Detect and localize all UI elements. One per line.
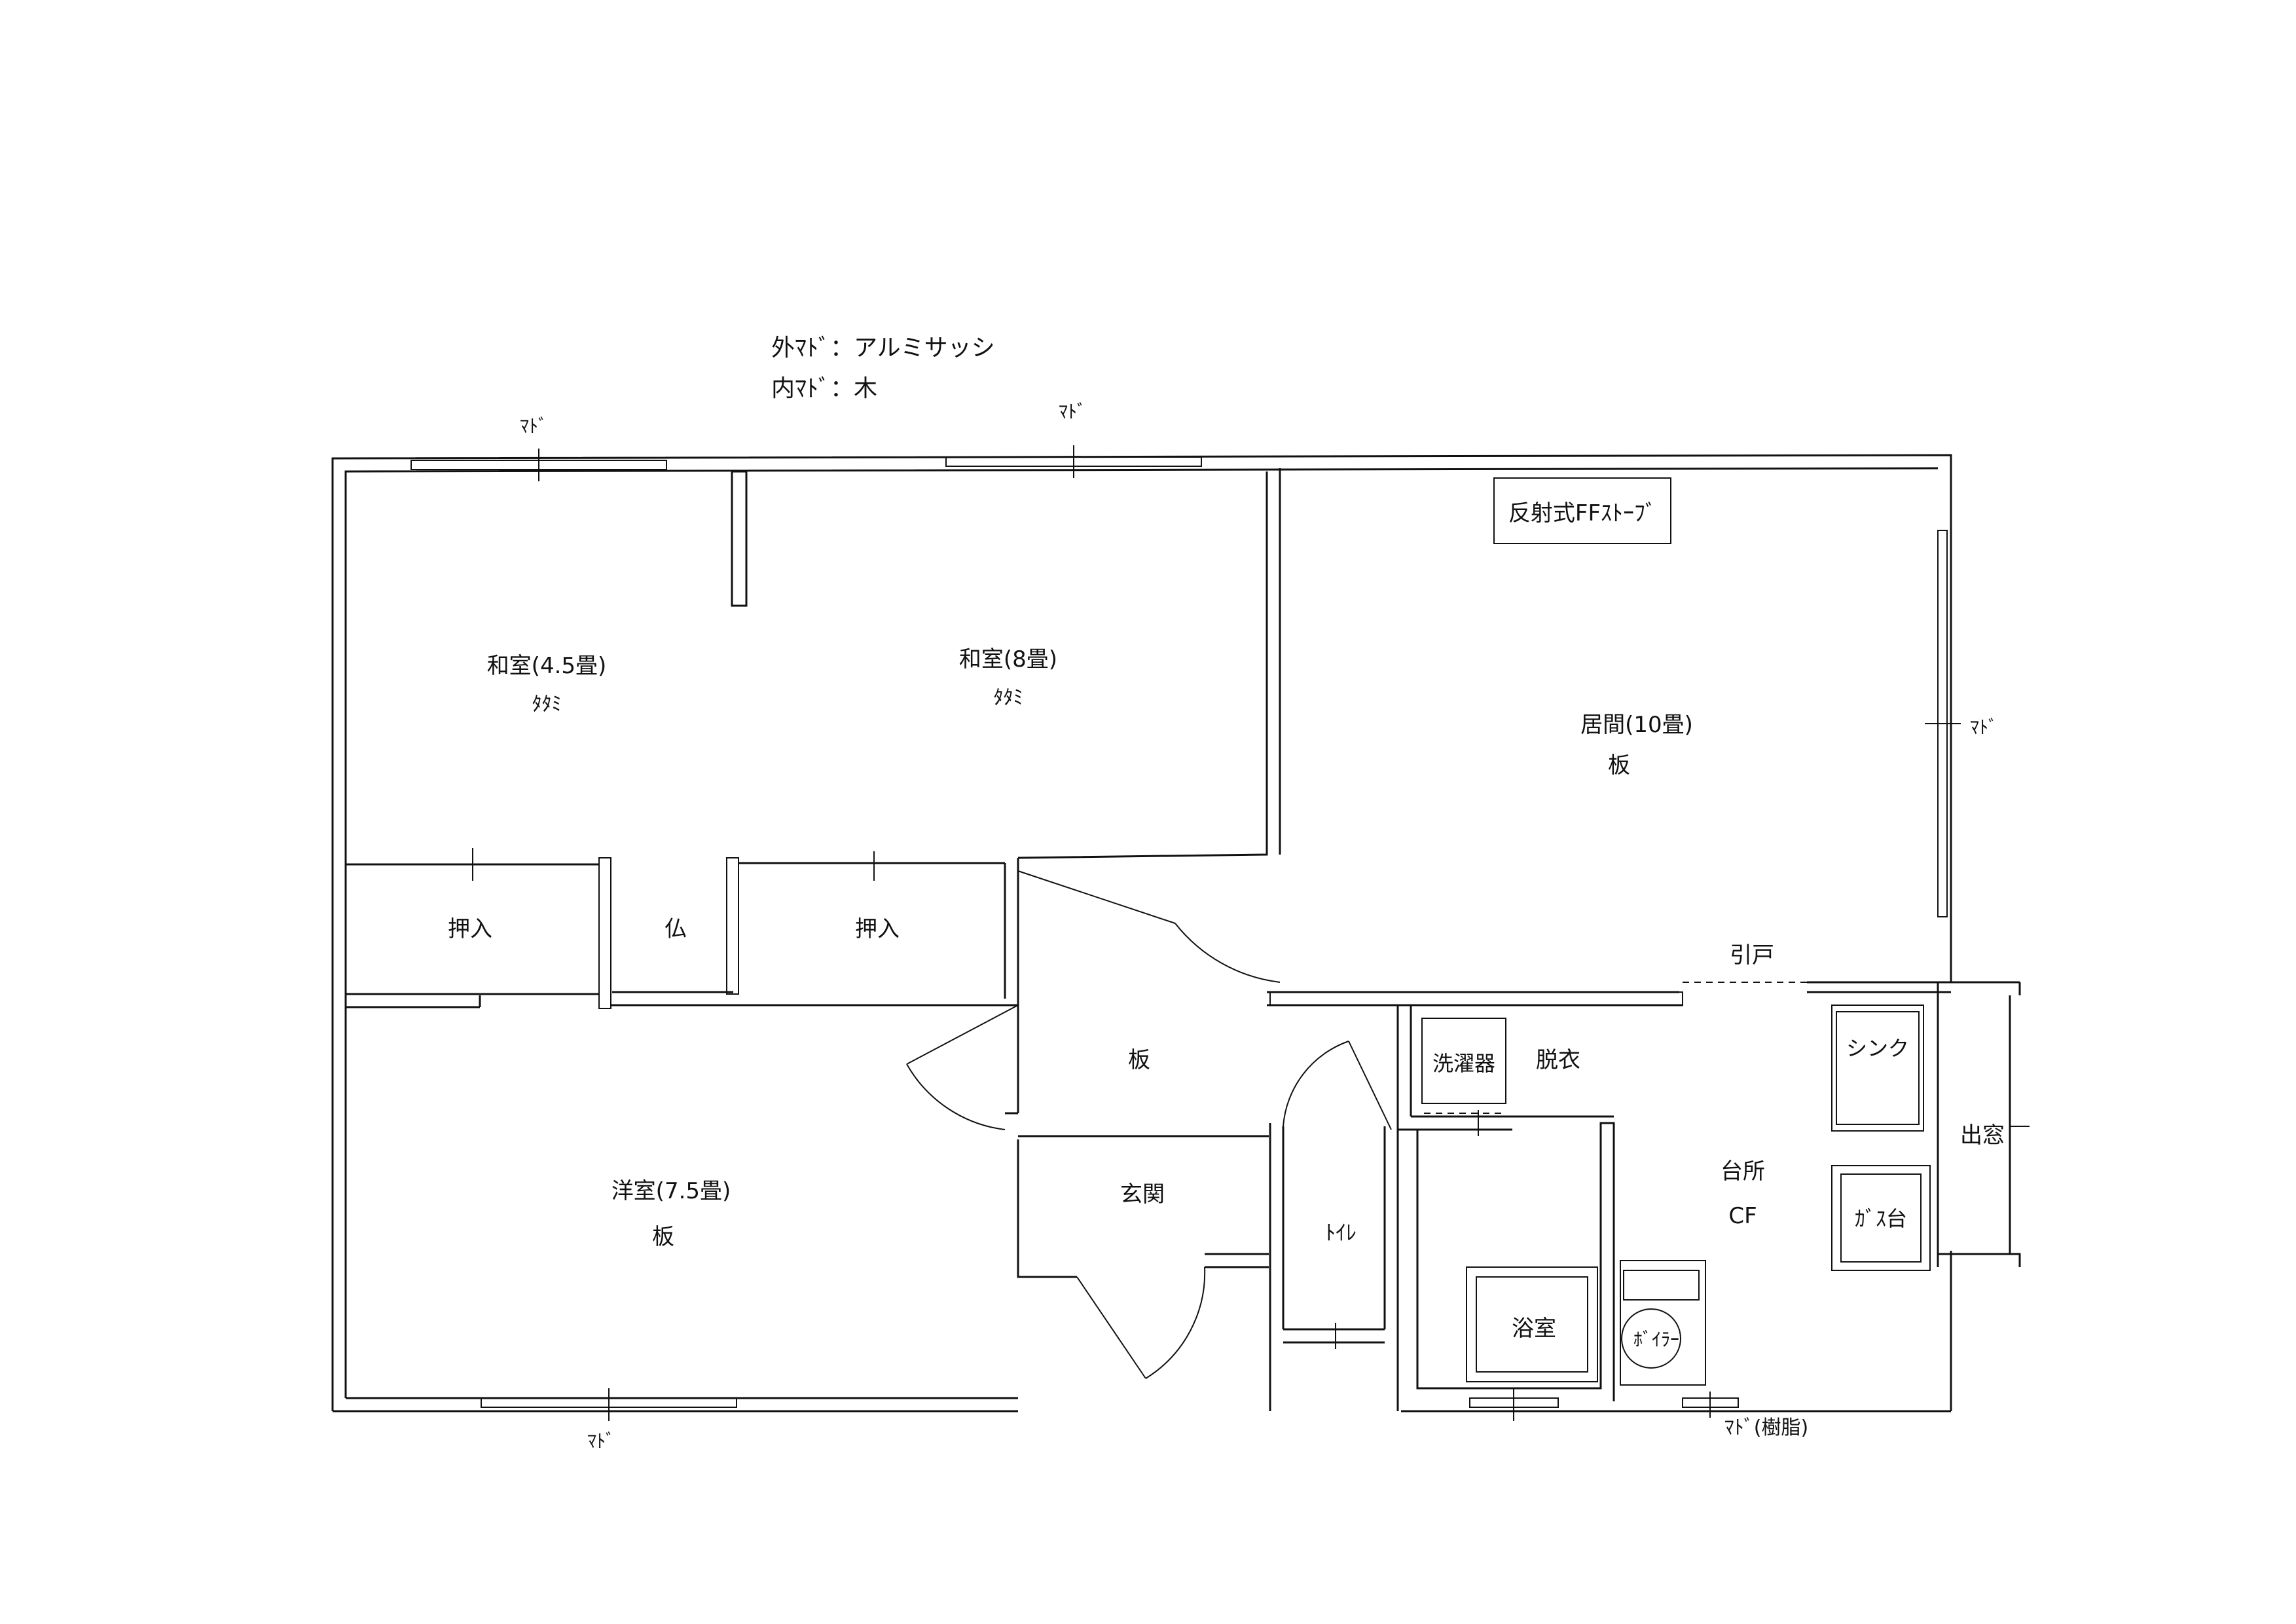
butsudan-label: 仏 <box>665 916 687 942</box>
oshiire-left-label: 押入 <box>448 916 492 942</box>
window-label-resin: ﾏﾄﾞ(樹脂) <box>1724 1416 1808 1439</box>
room-washitsu-45-floor: ﾀﾀﾐ <box>532 693 562 716</box>
room-living-name: 居間(10畳) <box>1580 712 1693 738</box>
datsui-label: 脱衣 <box>1536 1047 1580 1073</box>
gas-box <box>1831 1165 1931 1271</box>
windows <box>410 445 2030 1421</box>
gas-label: ｶﾞｽ台 <box>1855 1206 1907 1231</box>
room-kitchen-name: 台所 <box>1721 1158 1765 1185</box>
sink-label: シンク <box>1846 1036 1909 1061</box>
outer-wall <box>331 454 1952 1412</box>
interior-walls <box>346 468 2021 1411</box>
legend-outer-window: 外ﾏﾄﾞ：アルミサッシ <box>771 335 995 361</box>
room-washitsu-45-name: 和室(4.5畳) <box>487 653 607 679</box>
sink-box <box>1831 1005 1924 1132</box>
window-label-east: ﾏﾄﾞ <box>1970 716 1997 738</box>
window-label-north-center: ﾏﾄﾞ <box>1059 401 1086 422</box>
genkan-label: 玄関 <box>1120 1181 1165 1208</box>
stove-label: 反射式FFｽﾄｰﾌﾞ <box>1508 500 1656 526</box>
bathtub <box>1466 1266 1598 1382</box>
oshiire-right-label: 押入 <box>855 916 900 942</box>
hikido-label: 引戸 <box>1730 942 1774 969</box>
window-label-south: ﾏﾄﾞ <box>587 1430 615 1452</box>
legend-inner-window: 内ﾏﾄﾞ：木 <box>771 375 877 402</box>
room-washitsu-8-floor: ﾀﾀﾐ <box>994 686 1023 709</box>
boiler-icon <box>1621 1308 1681 1369</box>
room-yoshitsu-floor: 板 <box>652 1224 674 1250</box>
yokushitsu-label: 浴室 <box>1512 1316 1556 1342</box>
room-yoshitsu-name: 洋室(7.5畳) <box>611 1178 731 1204</box>
washer-box <box>1421 1018 1506 1104</box>
stove-box <box>1493 477 1671 544</box>
washer-label: 洗濯器 <box>1432 1051 1495 1076</box>
doors <box>906 870 1935 1379</box>
bay-window-label: 出窓 <box>1960 1122 2005 1149</box>
room-kitchen-floor: CF <box>1728 1203 1757 1229</box>
room-living-floor: 板 <box>1608 752 1630 779</box>
window-label-north-left: ﾏﾄﾞ <box>520 415 547 437</box>
room-washitsu-8-name: 和室(8畳) <box>959 646 1057 673</box>
boiler-box <box>1620 1260 1706 1386</box>
hall-floor-label: 板 <box>1128 1047 1150 1073</box>
boiler-label: ﾎﾞｲﾗｰ <box>1633 1329 1679 1350</box>
toilet-label: ﾄｲﾚ <box>1325 1220 1357 1245</box>
